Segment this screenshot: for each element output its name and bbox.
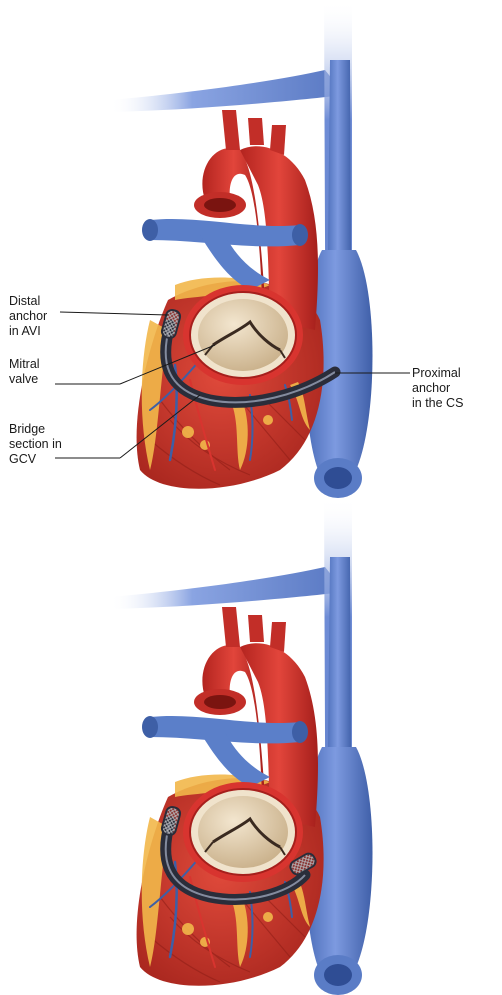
label-distal-anchor: Distal anchor in AVI [9,294,47,339]
label-line: anchor [412,381,451,395]
label-line: Mitral [9,357,40,371]
mitral-valve-leaflets [198,299,288,371]
pulmonary-vein [150,218,300,247]
label-line: Proximal [412,366,461,380]
label-line: Distal [9,294,41,308]
label-line: GCV [9,452,37,466]
label-line: section in [9,437,62,451]
label-line: in the CS [412,396,464,410]
heart-illustration-top [55,0,410,498]
label-proximal-anchor: Proximal anchor in the CS [412,366,463,411]
proximal-anchor-stent [289,852,317,876]
leader-lines [55,311,410,459]
aortic-arch [202,148,265,300]
label-bridge-section: Bridge section in GCV [9,422,62,467]
label-mitral-valve: Mitral valve [9,357,40,387]
label-line: Bridge [9,422,46,436]
distal-anchor-stent [160,309,182,339]
brachiocephalic-vein [110,70,345,112]
heart-illustration-bottom [110,497,373,995]
label-line: anchor [9,309,48,323]
label-line: valve [9,372,39,386]
label-line: in AVI [9,324,41,338]
